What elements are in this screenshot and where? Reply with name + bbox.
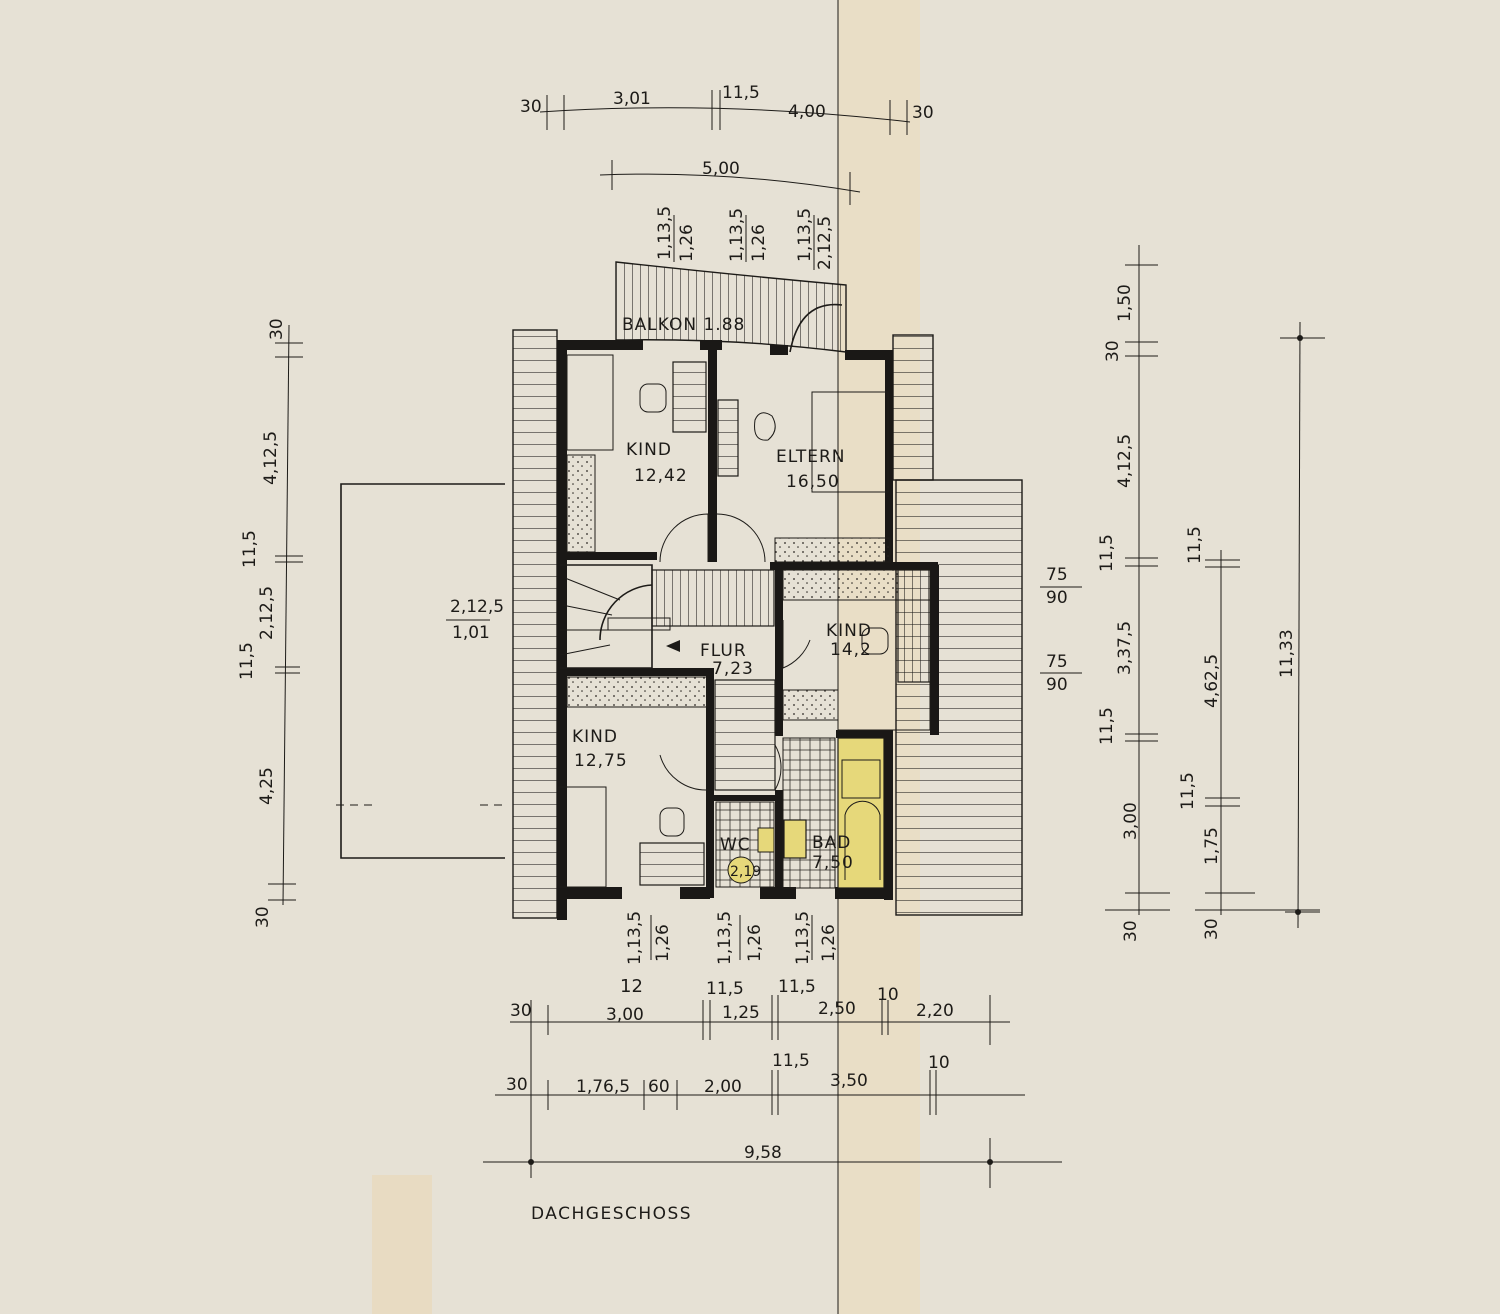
dimension-top: 30 3,01 11,5 4,00 30 5,00 1,13,5 1,26 1,… (520, 83, 934, 270)
dim-right-total: 11,33 (1277, 629, 1297, 678)
insulation-zones (566, 454, 899, 721)
dim-left-c: 11,5 (240, 530, 260, 568)
dim-right-r5: 3,37,5 (1115, 621, 1135, 675)
dim-right-r6: 11,5 (1097, 707, 1117, 745)
dim-bot-w1b: 1,26 (653, 924, 673, 962)
room-bad-name: BAD (812, 833, 851, 853)
dim-left-a: 30 (267, 318, 287, 340)
bottom-window-sizes: 1,13,5 1,26 1,13,5 1,26 1,13,5 1,26 (625, 911, 839, 965)
dim-right-r1: 1,50 (1115, 284, 1135, 322)
dim-bot-r1-2: 11,5 (706, 979, 744, 999)
room-kind-2-area: 14,2 (830, 640, 872, 660)
dim-right-r7: 3,00 (1121, 802, 1141, 840)
dim-mid-b: 1,01 (452, 623, 490, 643)
dormer-dimension: 2,12,5 1,01 (446, 597, 504, 643)
room-kind-3-name: KIND (572, 727, 618, 747)
dim-top-w3b: 2,12,5 (815, 216, 835, 270)
room-flur-area: 7,23 (712, 659, 754, 679)
dim-bot-w2b: 1,26 (745, 924, 765, 962)
dim-bot-w3b: 1,26 (819, 924, 839, 962)
dim-left-f: 4,25 (257, 767, 277, 805)
dim-right-s1: 11,5 (1185, 526, 1205, 564)
balcony (615, 261, 847, 353)
dim-bot-r1-4: 11,5 (778, 977, 816, 997)
dim-top-c: 11,5 (722, 83, 760, 103)
dim-top-b: 3,01 (613, 89, 651, 109)
dim-bot-r1-5: 2,50 (818, 999, 856, 1019)
beds (639, 361, 931, 886)
dim-right-r3: 4,12,5 (1115, 434, 1135, 488)
dim-top-a: 30 (520, 97, 542, 117)
dim-top-w1b: 1,26 (677, 224, 697, 262)
dim-right-r8: 30 (1121, 920, 1141, 942)
room-kind-3-area: 12,75 (574, 751, 628, 771)
dim-right-r4: 11,5 (1097, 534, 1117, 572)
room-kind-1-name: KIND (626, 440, 672, 460)
dim-top-w1a: 1,13,5 (655, 206, 675, 260)
dim-right-s3: 11,5 (1178, 772, 1198, 810)
dimension-left: 30 4,12,5 11,5 2,12,5 11,5 4,25 30 (237, 318, 303, 928)
dim-bot-r1-1: 3,00 (606, 1005, 644, 1025)
roof-rafters-right (892, 334, 1023, 916)
dim-bot-w3a: 1,13,5 (793, 911, 813, 965)
room-eltern-name: ELTERN (776, 447, 846, 467)
dim-bot-r2-5: 3,50 (830, 1071, 868, 1091)
bath-area (715, 737, 885, 889)
dim-left-g: 30 (253, 906, 273, 928)
dim-bot-r1-0: 30 (510, 1001, 532, 1021)
room-kind-1-area: 12,42 (634, 466, 688, 486)
room-eltern-area: 16,50 (786, 472, 840, 492)
dim-top-e: 30 (912, 103, 934, 123)
dim-bot-r2-2: 60 (648, 1077, 670, 1097)
dim-left-d: 2,12,5 (257, 586, 277, 640)
dim-bot-r2-1: 1,76,5 (576, 1077, 630, 1097)
dim-bot-w1a: 1,13,5 (625, 911, 645, 965)
room-labels: BALKON 1.88 KIND 12,42 ELTERN 16,50 FLUR… (572, 315, 872, 880)
staircase (559, 564, 776, 791)
dormer-outline-left (336, 483, 505, 859)
dim-bot-w2a: 1,13,5 (715, 911, 735, 965)
room-kind-2-name: KIND (826, 621, 872, 641)
dim-right-s5: 30 (1202, 918, 1222, 940)
dim-bot-r1-7: 2,20 (916, 1001, 954, 1021)
dim-mid-a: 2,12,5 (450, 597, 504, 617)
dim-bot-r1-6: 10 (877, 985, 899, 1005)
dim-right-s4: 1,75 (1202, 827, 1222, 865)
dim-win-a1: 75 (1046, 565, 1068, 585)
tape-piece-left (372, 1175, 432, 1314)
pencil-note: 12 (620, 976, 643, 997)
dim-top-w2b: 1,26 (749, 224, 769, 262)
roof-rafters-left (512, 329, 558, 919)
dim-bot-total: 9,58 (744, 1143, 782, 1163)
interior-walls (557, 350, 938, 898)
drawing-title: DACHGESCHOSS (531, 1204, 692, 1224)
room-wc-area: 2,19 (730, 864, 761, 880)
dim-bot-r2-6: 10 (928, 1053, 950, 1073)
dim-top-w3a: 1,13,5 (795, 208, 815, 262)
dim-left-b: 4,12,5 (261, 431, 281, 485)
dim-right-r2: 30 (1103, 340, 1123, 362)
dim-top-total: 5,00 (702, 159, 740, 179)
dimension-bottom: 12 30 3,00 11,5 1,25 11,5 2,50 10 2,20 3… (483, 976, 1062, 1188)
dim-bot-r2-4: 11,5 (772, 1051, 810, 1071)
right-window-sizes: 75 90 75 90 (1040, 565, 1082, 695)
dim-bot-r1-3: 1,25 (722, 1003, 760, 1023)
dim-win-b2: 90 (1046, 675, 1068, 695)
dim-win-b1: 75 (1046, 652, 1068, 672)
room-wc-name: WC (720, 835, 751, 855)
dim-win-a2: 90 (1046, 588, 1068, 608)
dim-left-e: 11,5 (237, 642, 257, 680)
dim-bot-r2-3: 2,00 (704, 1077, 742, 1097)
sinks (639, 383, 889, 837)
dim-right-s2: 4,62,5 (1202, 654, 1222, 708)
dim-top-d: 4,00 (788, 102, 826, 122)
room-flur-name: FLUR (700, 641, 747, 661)
dim-bot-r2-0: 30 (506, 1075, 528, 1095)
balcony-label: BALKON 1.88 (622, 315, 745, 335)
dimension-right: 1,50 30 4,12,5 11,5 3,37,5 11,5 3,00 30 … (1097, 245, 1325, 942)
dim-top-w2a: 1,13,5 (727, 208, 747, 262)
room-bad-area: 7,50 (812, 853, 854, 873)
